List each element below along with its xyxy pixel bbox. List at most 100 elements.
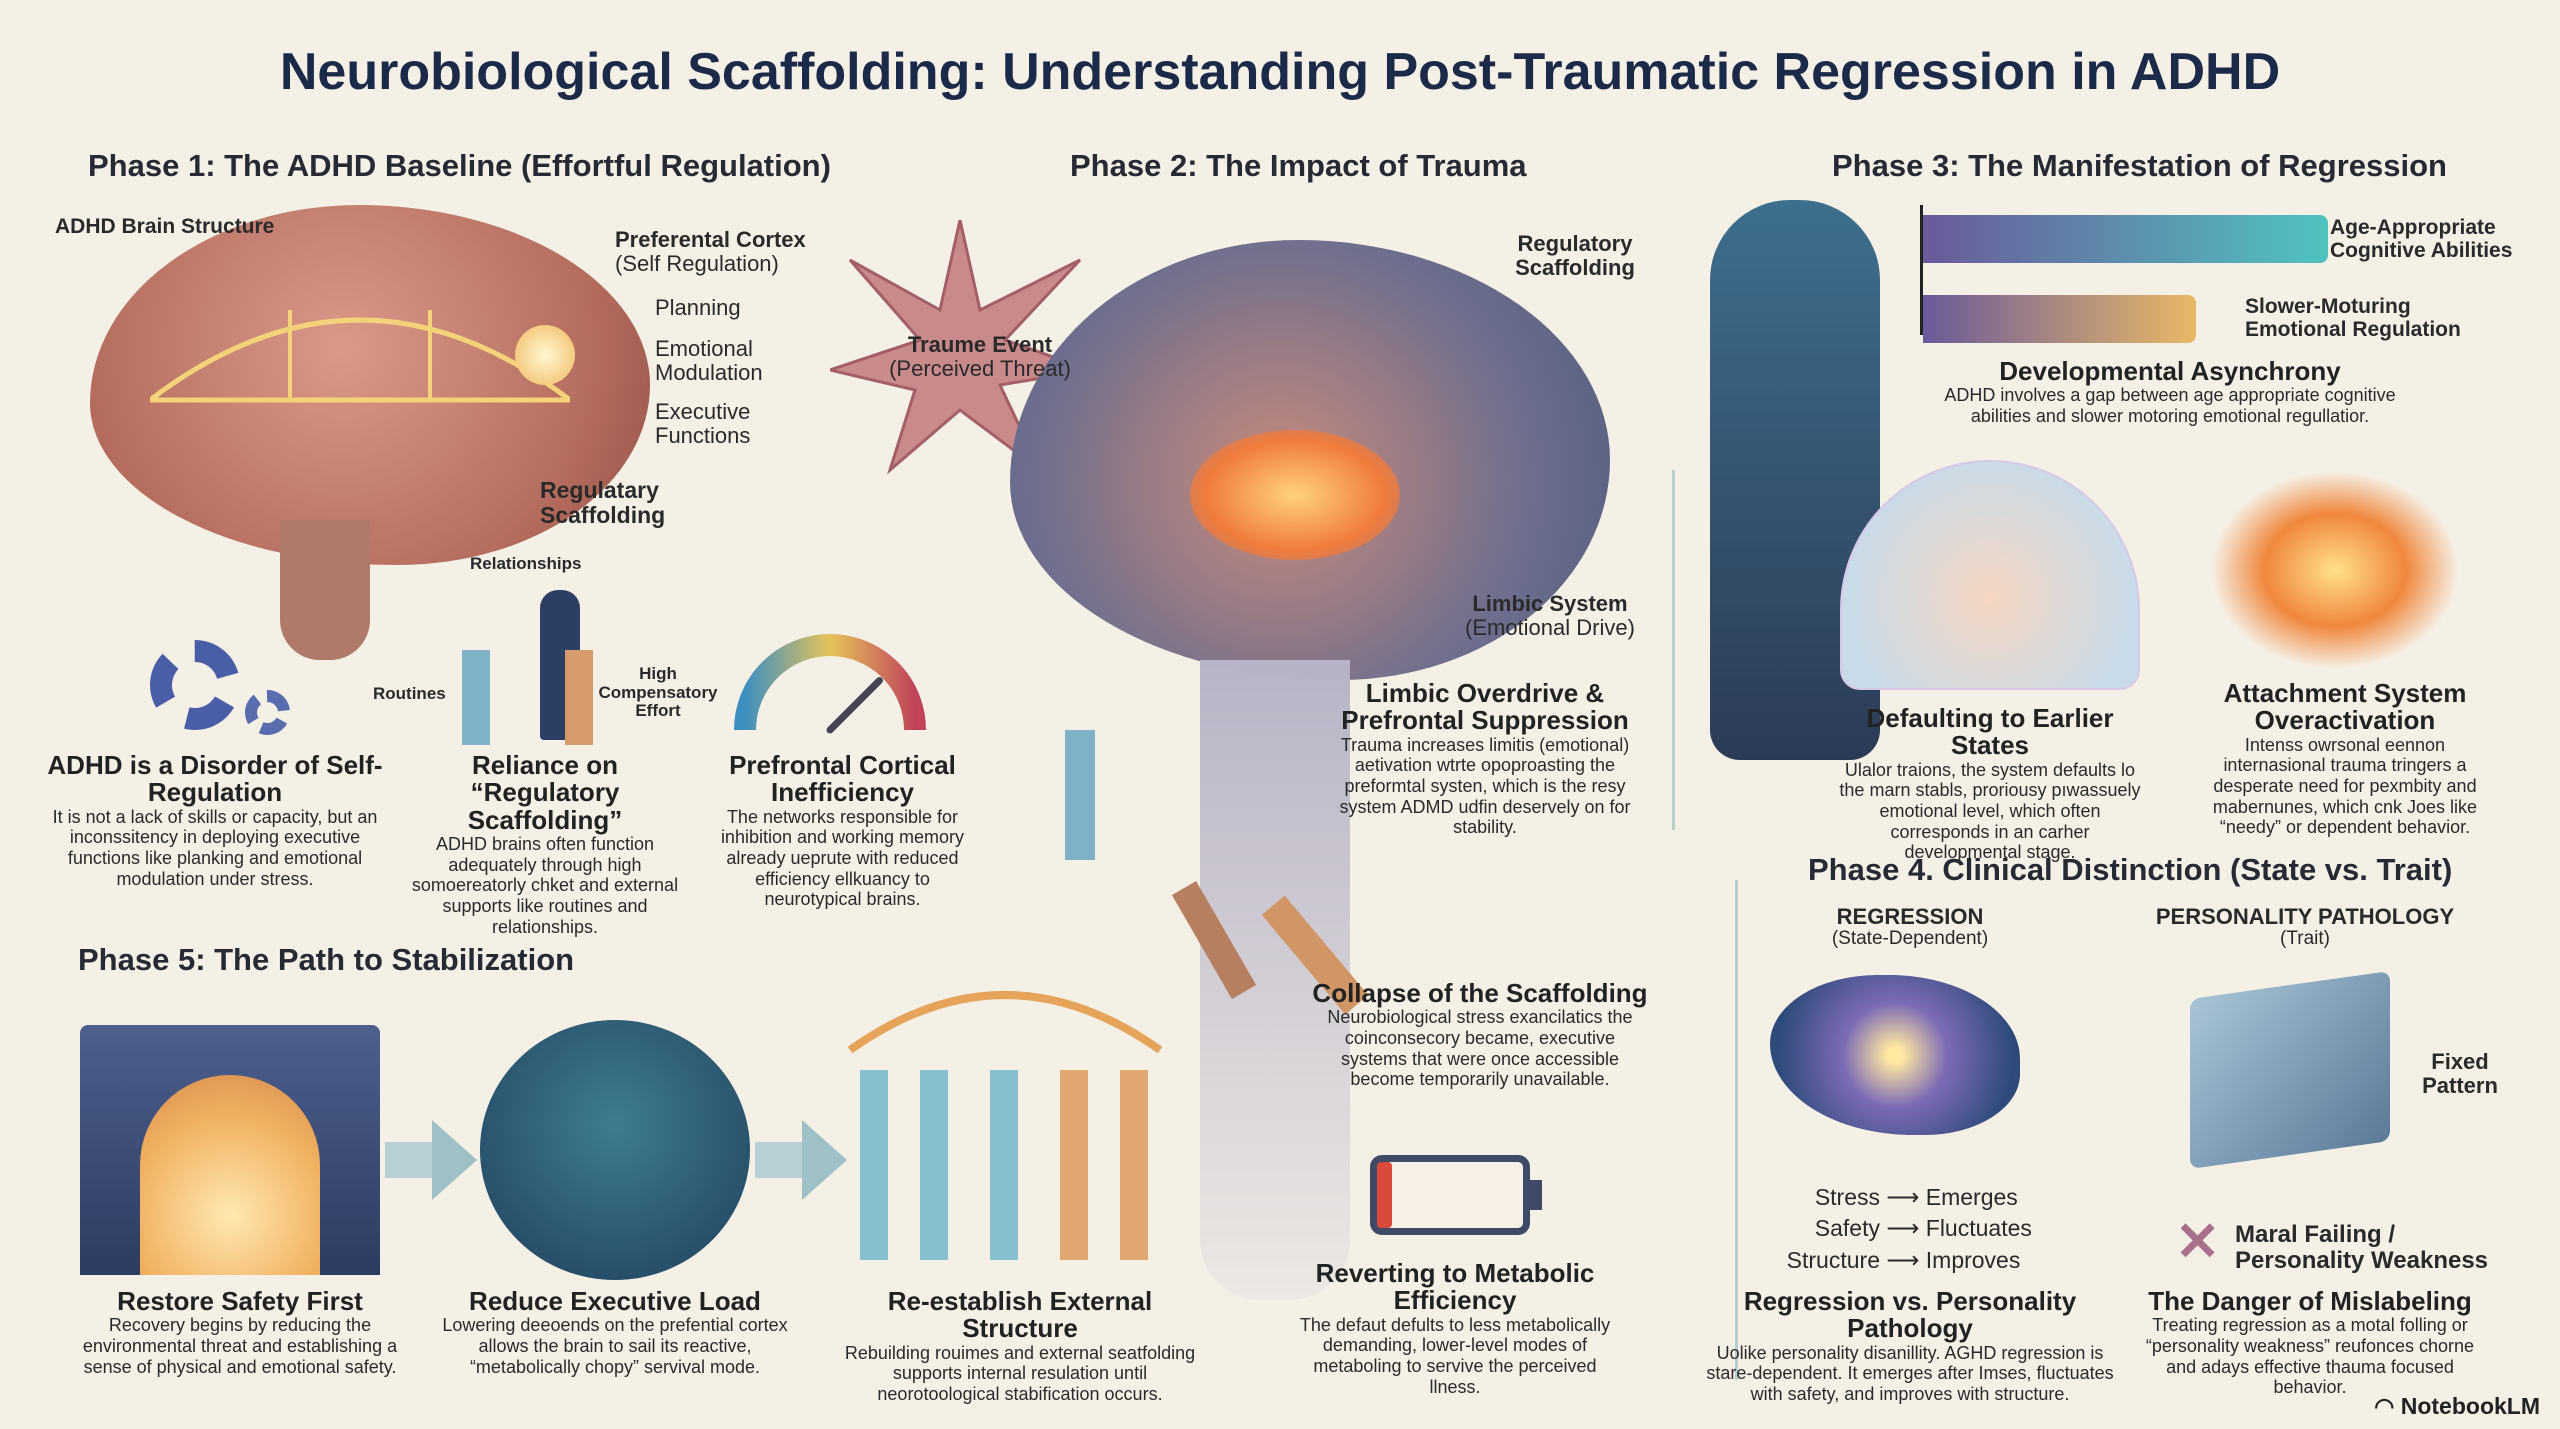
row-from: Safety xyxy=(1814,1215,1880,1242)
card-title: Regression vs. Personality Pathology xyxy=(1743,1286,2077,1344)
card-body: ADHD involves a gap between age appropri… xyxy=(1944,385,2396,426)
label-trauma-event-sub: (Perceived Threat) xyxy=(889,356,1071,382)
arrow-right-icon: ⟶ xyxy=(1886,1246,1920,1273)
card-body: Rebuilding rouimes and external seatfold… xyxy=(844,1342,1196,1404)
pathology-sub: (Trait) xyxy=(2280,928,2330,950)
regression-rows: Stress ⟶ Emerges Safety ⟶ Fluctuates Str… xyxy=(1780,1184,2060,1273)
arrow-shaft xyxy=(755,1142,805,1178)
prefrontal-glow-icon xyxy=(515,325,575,385)
label-planning: Planning xyxy=(655,295,741,320)
gear-icon xyxy=(245,690,290,735)
card-body: The defaut defults to less metabolically… xyxy=(1299,1314,1611,1397)
phase3-header: Phase 3: The Manifestation of Regression xyxy=(1832,148,2447,183)
child-in-bubble-illustration xyxy=(1840,460,2140,690)
arrow-right-icon xyxy=(802,1120,847,1200)
phase1-header: Phase 1: The ADHD Baseline (Effortful Re… xyxy=(88,148,831,183)
card-body: Neurobiological stress exancilatics the … xyxy=(1327,1007,1633,1090)
label-fixed-pattern: Fixed Pattern xyxy=(2422,1049,2498,1099)
adhd-brain-illustration xyxy=(90,205,650,565)
row-to: Improves xyxy=(1925,1246,2021,1273)
bar-label-cognitive: Age-Appropriate Cognitive Abilities xyxy=(2330,216,2513,263)
card-title: ADHD is a Disorder of Self-Regulation xyxy=(47,750,383,808)
brain-stem xyxy=(280,520,370,660)
label-limbic-sub: (Emotional Drive) xyxy=(1465,615,1635,641)
row-from: Structure xyxy=(1786,1246,1880,1273)
page-title: Neurobiological Scaffolding: Understandi… xyxy=(279,43,2281,101)
cracked-cube-icon xyxy=(2190,970,2390,1170)
card-body: It is not a lack of skills or capacity, … xyxy=(52,806,378,889)
bar-label-emotional: Slower-Moturing Emotional Regulation xyxy=(2245,295,2461,342)
card-title: Attachment System Overactivation xyxy=(2223,678,2467,736)
label-relationships: Relationships xyxy=(470,554,582,573)
regression-sub: (State-Dependent) xyxy=(1831,928,1989,950)
label-prefrontal: Preferental Cortex xyxy=(615,227,806,252)
arrow-right-icon: ⟶ xyxy=(1886,1215,1920,1242)
label-prefrontal-sub: (Self Regulation) xyxy=(615,251,779,277)
card-title: Reduce Executive Load xyxy=(469,1286,761,1316)
card-body: Trauma increases limitis (emotional) aet… xyxy=(1339,734,1631,838)
label-regulatory-scaffolding: Regulatory Scaffolding xyxy=(1515,231,1635,281)
x-mark-icon: ✕ xyxy=(2175,1212,2221,1272)
divider xyxy=(1672,470,1675,830)
regression-row: Structure ⟶ Improves xyxy=(1780,1246,2060,1273)
rebuilt-scaffolding-bridge-icon xyxy=(847,991,1163,1260)
phase4-header: Phase 4. Clinical Distinction (State vs.… xyxy=(1808,852,2453,887)
card-title: Collapse of the Scaffolding xyxy=(1312,978,1648,1008)
label-executive: Executive Functions xyxy=(655,399,751,449)
pillar-icon xyxy=(462,650,490,745)
reduce-load-head-illustration xyxy=(480,1020,750,1280)
card-limbic-overdrive: Limbic Overdrive & Prefrontal Suppressio… xyxy=(1320,678,1650,838)
card-body: Uolike personality disanillity. AGHD reg… xyxy=(1706,1342,2114,1404)
castle-safety-illustration xyxy=(80,1025,380,1275)
brand-label: NotebookLM xyxy=(2400,1393,2540,1419)
asynchrony-bar xyxy=(1923,295,2196,343)
card-title: Reliance on “Regulatory Scaffolding” xyxy=(467,750,623,835)
limbic-glow-icon xyxy=(1190,430,1400,560)
regression-title: REGRESSION xyxy=(1836,904,1984,929)
label-limbic: Limbic System xyxy=(1472,591,1628,616)
row-to: Emerges xyxy=(1925,1184,2018,1210)
card-body: Recovery begins by reducing the environm… xyxy=(82,1315,398,1377)
card-body: Treating regression as a motal folling o… xyxy=(2145,1315,2475,1398)
label-trauma-event: Traume Event xyxy=(907,332,1053,357)
card-title: The Danger of Mislabeling xyxy=(2148,1286,2472,1316)
falling-pillar-icon xyxy=(1065,730,1095,860)
card-body: The networks responsible for inhibition … xyxy=(720,806,965,910)
card-title: Reverting to Metabolic Efficiency xyxy=(1315,1258,1595,1316)
reaching-hands-illustration xyxy=(2210,470,2460,670)
label-emotional: Emotional Modulation xyxy=(655,336,763,386)
bar-axis xyxy=(1920,205,1923,335)
arrow-shaft xyxy=(385,1142,435,1178)
label-moral-failing: Maral Failing / Personality Weakness xyxy=(2235,1221,2489,1275)
divider xyxy=(1735,880,1738,1380)
label-scaffolding: Regulatary Scaffolding xyxy=(540,477,666,529)
label-high-effort: High Compensatory Effort xyxy=(598,664,718,721)
notebooklm-brand: ◠ NotebookLM xyxy=(2374,1393,2540,1420)
notebooklm-logo-icon: ◠ xyxy=(2374,1393,2401,1419)
row-from: Stress xyxy=(1814,1184,1880,1210)
asynchrony-bar xyxy=(1923,215,2328,263)
regression-row: Stress ⟶ Emerges xyxy=(1780,1184,2060,1210)
card-title: Limbic Overdrive & Prefrontal Suppressio… xyxy=(1341,678,1629,736)
card-body: Ulalor traions, the system defaults lo t… xyxy=(1839,759,2141,863)
bridge-scaffolding-icon xyxy=(150,310,570,403)
pathology-title: PERSONALITY PATHOLOGY xyxy=(2155,904,2455,929)
row-to: Fluctuates xyxy=(1925,1215,2032,1242)
gear-icon xyxy=(150,640,240,730)
fluid-state-blob-icon xyxy=(1770,975,2020,1135)
trauma-burst-icon xyxy=(830,220,1090,475)
gauge-meter-icon xyxy=(734,634,926,734)
card-title: Defaulting to Earlier States xyxy=(1866,703,2114,761)
label-brain-structure: ADHD Brain Structure xyxy=(55,215,275,238)
